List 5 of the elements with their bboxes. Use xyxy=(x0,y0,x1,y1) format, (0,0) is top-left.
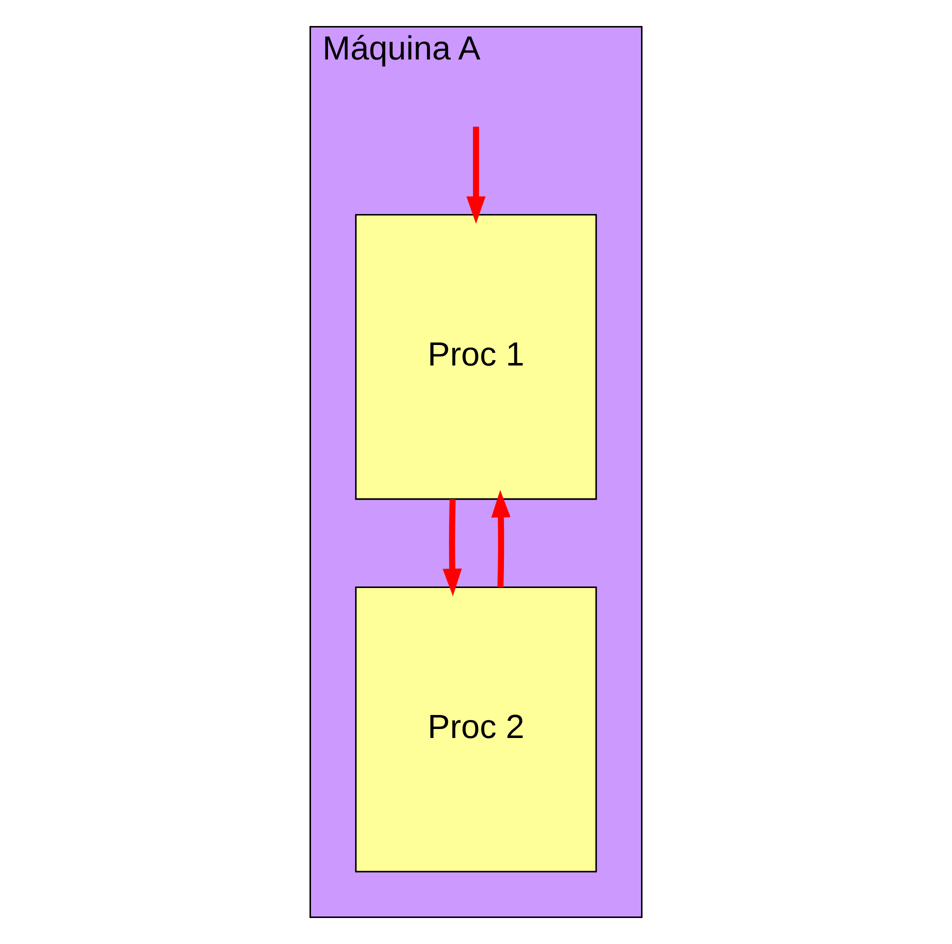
node-box: Proc 2 xyxy=(355,586,597,872)
arrow xyxy=(466,126,486,224)
node-box: Proc 1 xyxy=(355,214,597,500)
arrow xyxy=(442,499,462,596)
arrow xyxy=(491,490,510,588)
